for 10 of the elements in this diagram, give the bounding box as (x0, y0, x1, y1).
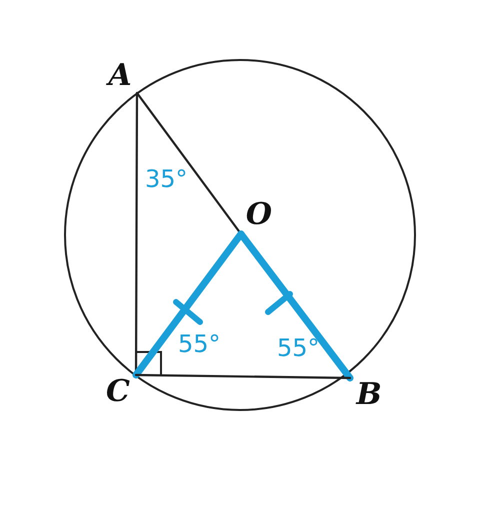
point-label: O (241, 198, 277, 234)
angle-label: 35° (145, 165, 188, 193)
point-label: B (350, 378, 388, 414)
line-segment (134, 374, 352, 380)
point-label: C (100, 375, 136, 411)
angle-label: 55° (178, 330, 221, 358)
point-label: A (103, 59, 137, 93)
line-segment (132, 230, 244, 378)
line-segment (238, 230, 354, 382)
angle-label: 55° (277, 334, 320, 362)
